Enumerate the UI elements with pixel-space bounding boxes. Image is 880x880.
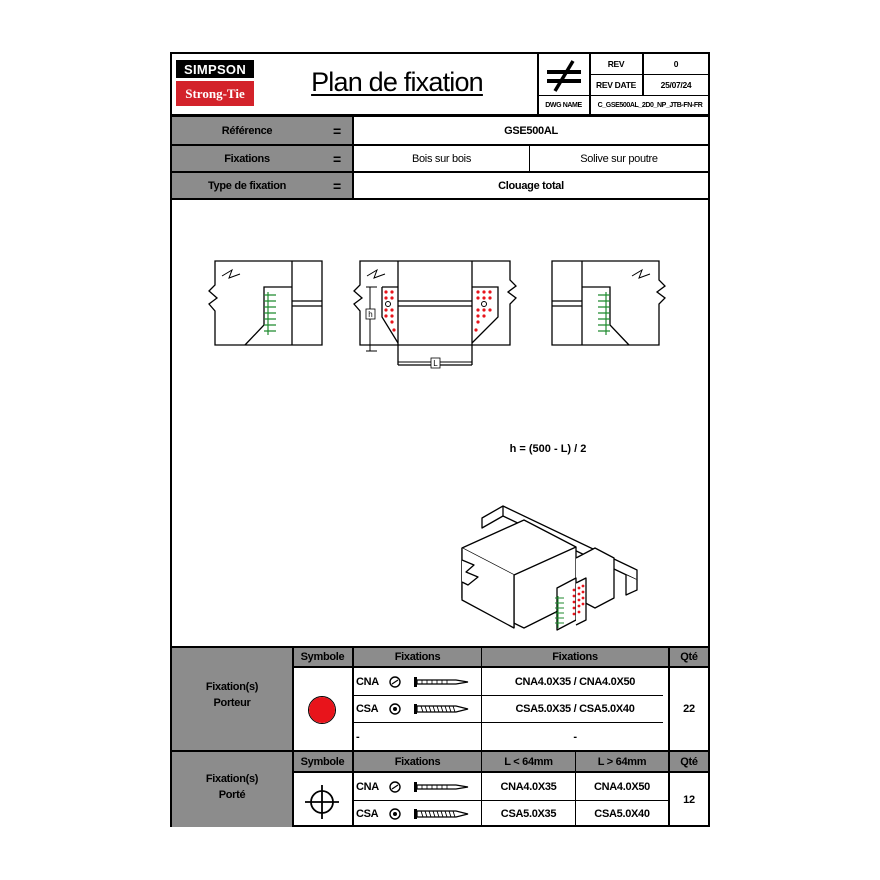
technical-drawing: h L h = (500 - L) / 2 (208, 260, 666, 631)
porte-row-2-big: CSA5.0X40 (594, 808, 650, 820)
rev-date-value: 25/07/24 (660, 80, 692, 90)
porteur-col-symbole: Symbole (300, 651, 345, 663)
porteur-col-qte: Qté (680, 651, 698, 663)
porteur-row-1-type: CNA (356, 675, 379, 688)
porte-col-l-small: L < 64mm (504, 756, 553, 768)
fixations-value-b: Solive sur poutre (580, 152, 658, 165)
porte-row-1-small: CNA4.0X35 (500, 780, 557, 793)
rev-value: 0 (673, 59, 679, 69)
drawing-sheet: SIMPSON Strong-Tie Plan de fixation REV … (170, 52, 710, 827)
screw-icon (389, 703, 469, 715)
porte-row-1-big: CNA4.0X50 (594, 780, 650, 793)
porte-row-1-type: CNA (356, 780, 379, 793)
equals-sign: = (333, 150, 341, 167)
porteur-row-1-value: CNA4.0X35 / CNA4.0X50 (514, 675, 636, 688)
dim-label-h: h (368, 310, 372, 319)
dim-label-l: L (433, 359, 438, 368)
nail-icon (389, 781, 469, 793)
porte-col-fixations: Fixations (394, 756, 441, 768)
rev-date-label: REV DATE (596, 80, 636, 90)
not-equal-icon (547, 60, 581, 92)
porteur-row-3-type: - (356, 730, 360, 743)
porte-col-symbole: Symbole (300, 756, 345, 768)
type-fixation-value: Clouage total (498, 179, 564, 192)
porteur-row-3-value: - (573, 730, 577, 743)
equals-sign: = (333, 177, 341, 194)
equals-sign: = (333, 122, 341, 139)
porteur-qte: 22 (683, 703, 695, 715)
reference-value: GSE500AL (504, 124, 558, 137)
dwg-name-label: DWG NAME (545, 101, 582, 109)
formula-text: h = (500 - L) / 2 (510, 443, 587, 455)
type-fixation-label: Type de fixation (207, 179, 287, 192)
nail-icon (389, 676, 469, 688)
porte-col-qte: Qté (680, 756, 698, 768)
rev-label: REV (607, 59, 625, 69)
fixations-label: Fixations (224, 152, 270, 165)
porte-label-line1: Fixation(s) (205, 773, 259, 785)
porteur-label-line1: Fixation(s) (205, 681, 259, 693)
dwg-name-value: C_GSE500AL_2D0_NP_JTB-FN-FR (597, 101, 703, 109)
page-title: Plan de fixation (311, 66, 484, 97)
brand-logo-simpson: SIMPSON (176, 60, 254, 78)
porteur-col-fixations-2: Fixations (552, 651, 598, 663)
porteur-row-2-value: CSA5.0X35 / CSA5.0X40 (515, 703, 635, 715)
porte-row-2-type: CSA (356, 808, 379, 820)
screw-icon (389, 808, 469, 820)
porteur-symbol (308, 696, 336, 724)
porte-qte: 12 (683, 794, 695, 806)
reference-label: Référence (221, 124, 273, 137)
brand-logo-strongtie: Strong-Tie (176, 81, 254, 106)
porte-row-2-small: CSA5.0X35 (500, 808, 557, 820)
fixations-value-a: Bois sur bois (411, 152, 472, 165)
porte-symbol (305, 785, 339, 819)
porte-label-line2: Porté (218, 789, 246, 801)
porte-col-l-big: L > 64mm (597, 756, 647, 768)
porteur-row-2-type: CSA (356, 703, 379, 715)
porteur-label-line2: Porteur (213, 697, 251, 709)
porteur-col-fixations: Fixations (394, 651, 441, 663)
